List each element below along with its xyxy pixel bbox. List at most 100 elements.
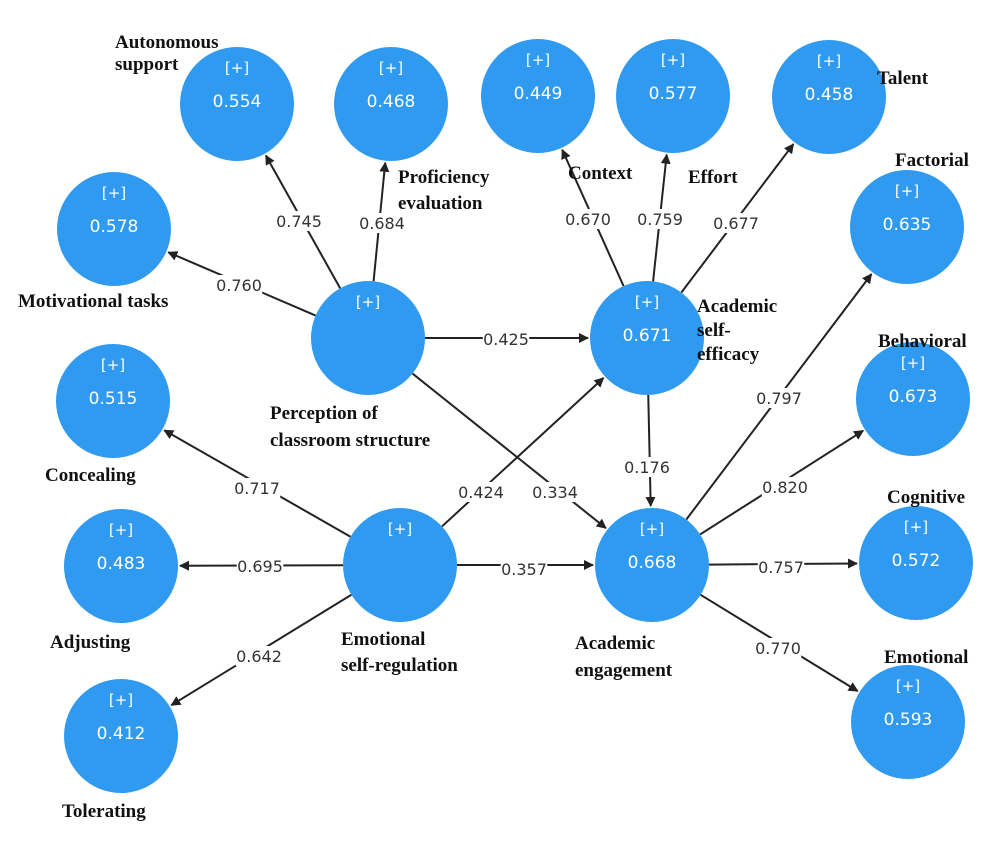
path-coefficient-emoreg-engagement: 0.357 (500, 559, 548, 579)
node-circle[interactable] (772, 40, 886, 154)
node-factorial[interactable]: [+]0.635 (850, 170, 964, 284)
coefficient-background (757, 557, 805, 577)
node-label-line: Academic (575, 633, 655, 654)
node-circle[interactable] (57, 172, 171, 286)
path-coefficient-selfefficacy-talent: 0.677 (712, 213, 760, 233)
label-motivational: Motivational tasks (18, 291, 168, 312)
node-label-line: Tolerating (62, 801, 146, 822)
node-cognitive[interactable]: [+]0.572 (859, 506, 973, 620)
coefficient-value: 0.642 (236, 647, 282, 666)
node-concealing[interactable]: [+]0.515 (56, 344, 170, 458)
expand-icon[interactable]: [+] (526, 51, 550, 69)
node-selfefficacy[interactable]: [+]0.671 (590, 281, 704, 395)
node-circle[interactable] (481, 39, 595, 153)
label-emotional: Emotional (884, 647, 968, 668)
coefficient-background (457, 482, 505, 502)
r-squared-value: 0.673 (889, 387, 938, 407)
node-circle[interactable] (850, 170, 964, 284)
expand-icon[interactable]: [+] (895, 182, 919, 200)
coefficient-background (754, 638, 802, 658)
node-emotional[interactable]: [+]0.593 (851, 665, 965, 779)
expand-icon[interactable]: [+] (109, 521, 133, 539)
node-circle[interactable] (851, 665, 965, 779)
r-squared-value: 0.578 (90, 217, 139, 237)
node-circle[interactable] (616, 39, 730, 153)
node-circle[interactable] (64, 509, 178, 623)
expand-icon[interactable]: [+] (109, 691, 133, 709)
label-behavioral: Behavioral (878, 331, 967, 352)
expand-icon[interactable]: [+] (904, 518, 928, 536)
node-autonomous[interactable]: [+]0.554 (180, 47, 294, 161)
node-circle[interactable] (859, 506, 973, 620)
node-perception[interactable]: [+] (311, 281, 425, 395)
node-label-line: Cognitive (887, 487, 965, 508)
expand-icon[interactable]: [+] (640, 520, 664, 538)
expand-icon[interactable]: [+] (635, 293, 659, 311)
node-circle[interactable] (343, 508, 457, 622)
node-motivational[interactable]: [+] 0.578 (57, 172, 171, 286)
coefficient-background (215, 275, 263, 295)
r-squared-value: 0.668 (628, 553, 677, 573)
node-context[interactable]: [+]0.449 (481, 39, 595, 153)
node-tolerating[interactable]: [+]0.412 (64, 679, 178, 793)
node-circle[interactable] (334, 47, 448, 161)
path-coefficient-emoreg-tolerating: 0.642 (235, 646, 283, 666)
node-circle[interactable] (590, 281, 704, 395)
path-coefficient-selfefficacy-engagement: 0.176 (623, 457, 671, 477)
coefficient-value: 0.670 (565, 210, 611, 229)
expand-icon[interactable]: [+] (901, 354, 925, 372)
node-label-line: efficacy (697, 344, 760, 365)
node-circle[interactable] (180, 47, 294, 161)
node-behavioral[interactable]: [+] 0.673 (856, 342, 970, 456)
expand-icon[interactable]: [+] (896, 677, 920, 695)
path-coefficient-engagement-behavioral: 0.820 (761, 477, 809, 497)
path-coefficient-engagement-cognitive: 0.757 (757, 557, 805, 577)
coefficient-value: 0.176 (624, 458, 670, 477)
node-label-line: Concealing (45, 465, 136, 486)
node-circle[interactable] (856, 342, 970, 456)
node-circle[interactable] (595, 508, 709, 622)
r-squared-value: 0.468 (367, 92, 416, 112)
node-adjusting[interactable]: [+]0.483 (64, 509, 178, 623)
node-talent[interactable]: [+]0.458 (772, 40, 886, 154)
node-proficiency[interactable]: [+] 0.468 (334, 47, 448, 161)
coefficient-value: 0.797 (756, 389, 802, 408)
label-effort: Effort (688, 167, 738, 188)
node-label-line: Effort (688, 167, 738, 188)
node-label-line: evaluation (398, 193, 483, 214)
label-cognitive: Cognitive (887, 487, 965, 508)
coefficient-background (761, 477, 809, 497)
coefficient-background (482, 329, 530, 349)
coefficient-background (235, 646, 283, 666)
path-coefficient-emoreg-concealing: 0.717 (233, 478, 281, 498)
node-label-line: classroom structure (270, 430, 430, 451)
coefficient-value: 0.757 (758, 558, 804, 577)
expand-icon[interactable]: [+] (101, 356, 125, 374)
edge-selfefficacy-engagement (645, 394, 656, 508)
expand-icon[interactable]: [+] (356, 293, 380, 311)
node-circle[interactable] (311, 281, 425, 395)
expand-icon[interactable]: [+] (225, 59, 249, 77)
expand-icon[interactable]: [+] (379, 59, 403, 77)
expand-icon[interactable]: [+] (102, 184, 126, 202)
label-concealing: Concealing (45, 465, 136, 486)
expand-icon[interactable]: [+] (661, 51, 685, 69)
node-emoreg[interactable]: [+] (343, 508, 457, 622)
node-effort[interactable]: [+]0.577 (616, 39, 730, 153)
path-coefficient-perception-autonomous: 0.745 (275, 211, 323, 231)
node-engagement[interactable]: [+] 0.668 (595, 508, 709, 622)
coefficient-value: 0.334 (532, 483, 578, 502)
node-circle[interactable] (64, 679, 178, 793)
expand-icon[interactable]: [+] (817, 52, 841, 70)
path-coefficient-perception-selfefficacy: 0.425 (482, 329, 530, 349)
path-coefficient-perception-proficiency: 0.684 (358, 213, 406, 233)
node-label-line: self- (697, 320, 731, 341)
expand-icon[interactable]: [+] (388, 520, 412, 538)
node-circle[interactable] (56, 344, 170, 458)
node-label-line: Emotional (341, 629, 425, 650)
